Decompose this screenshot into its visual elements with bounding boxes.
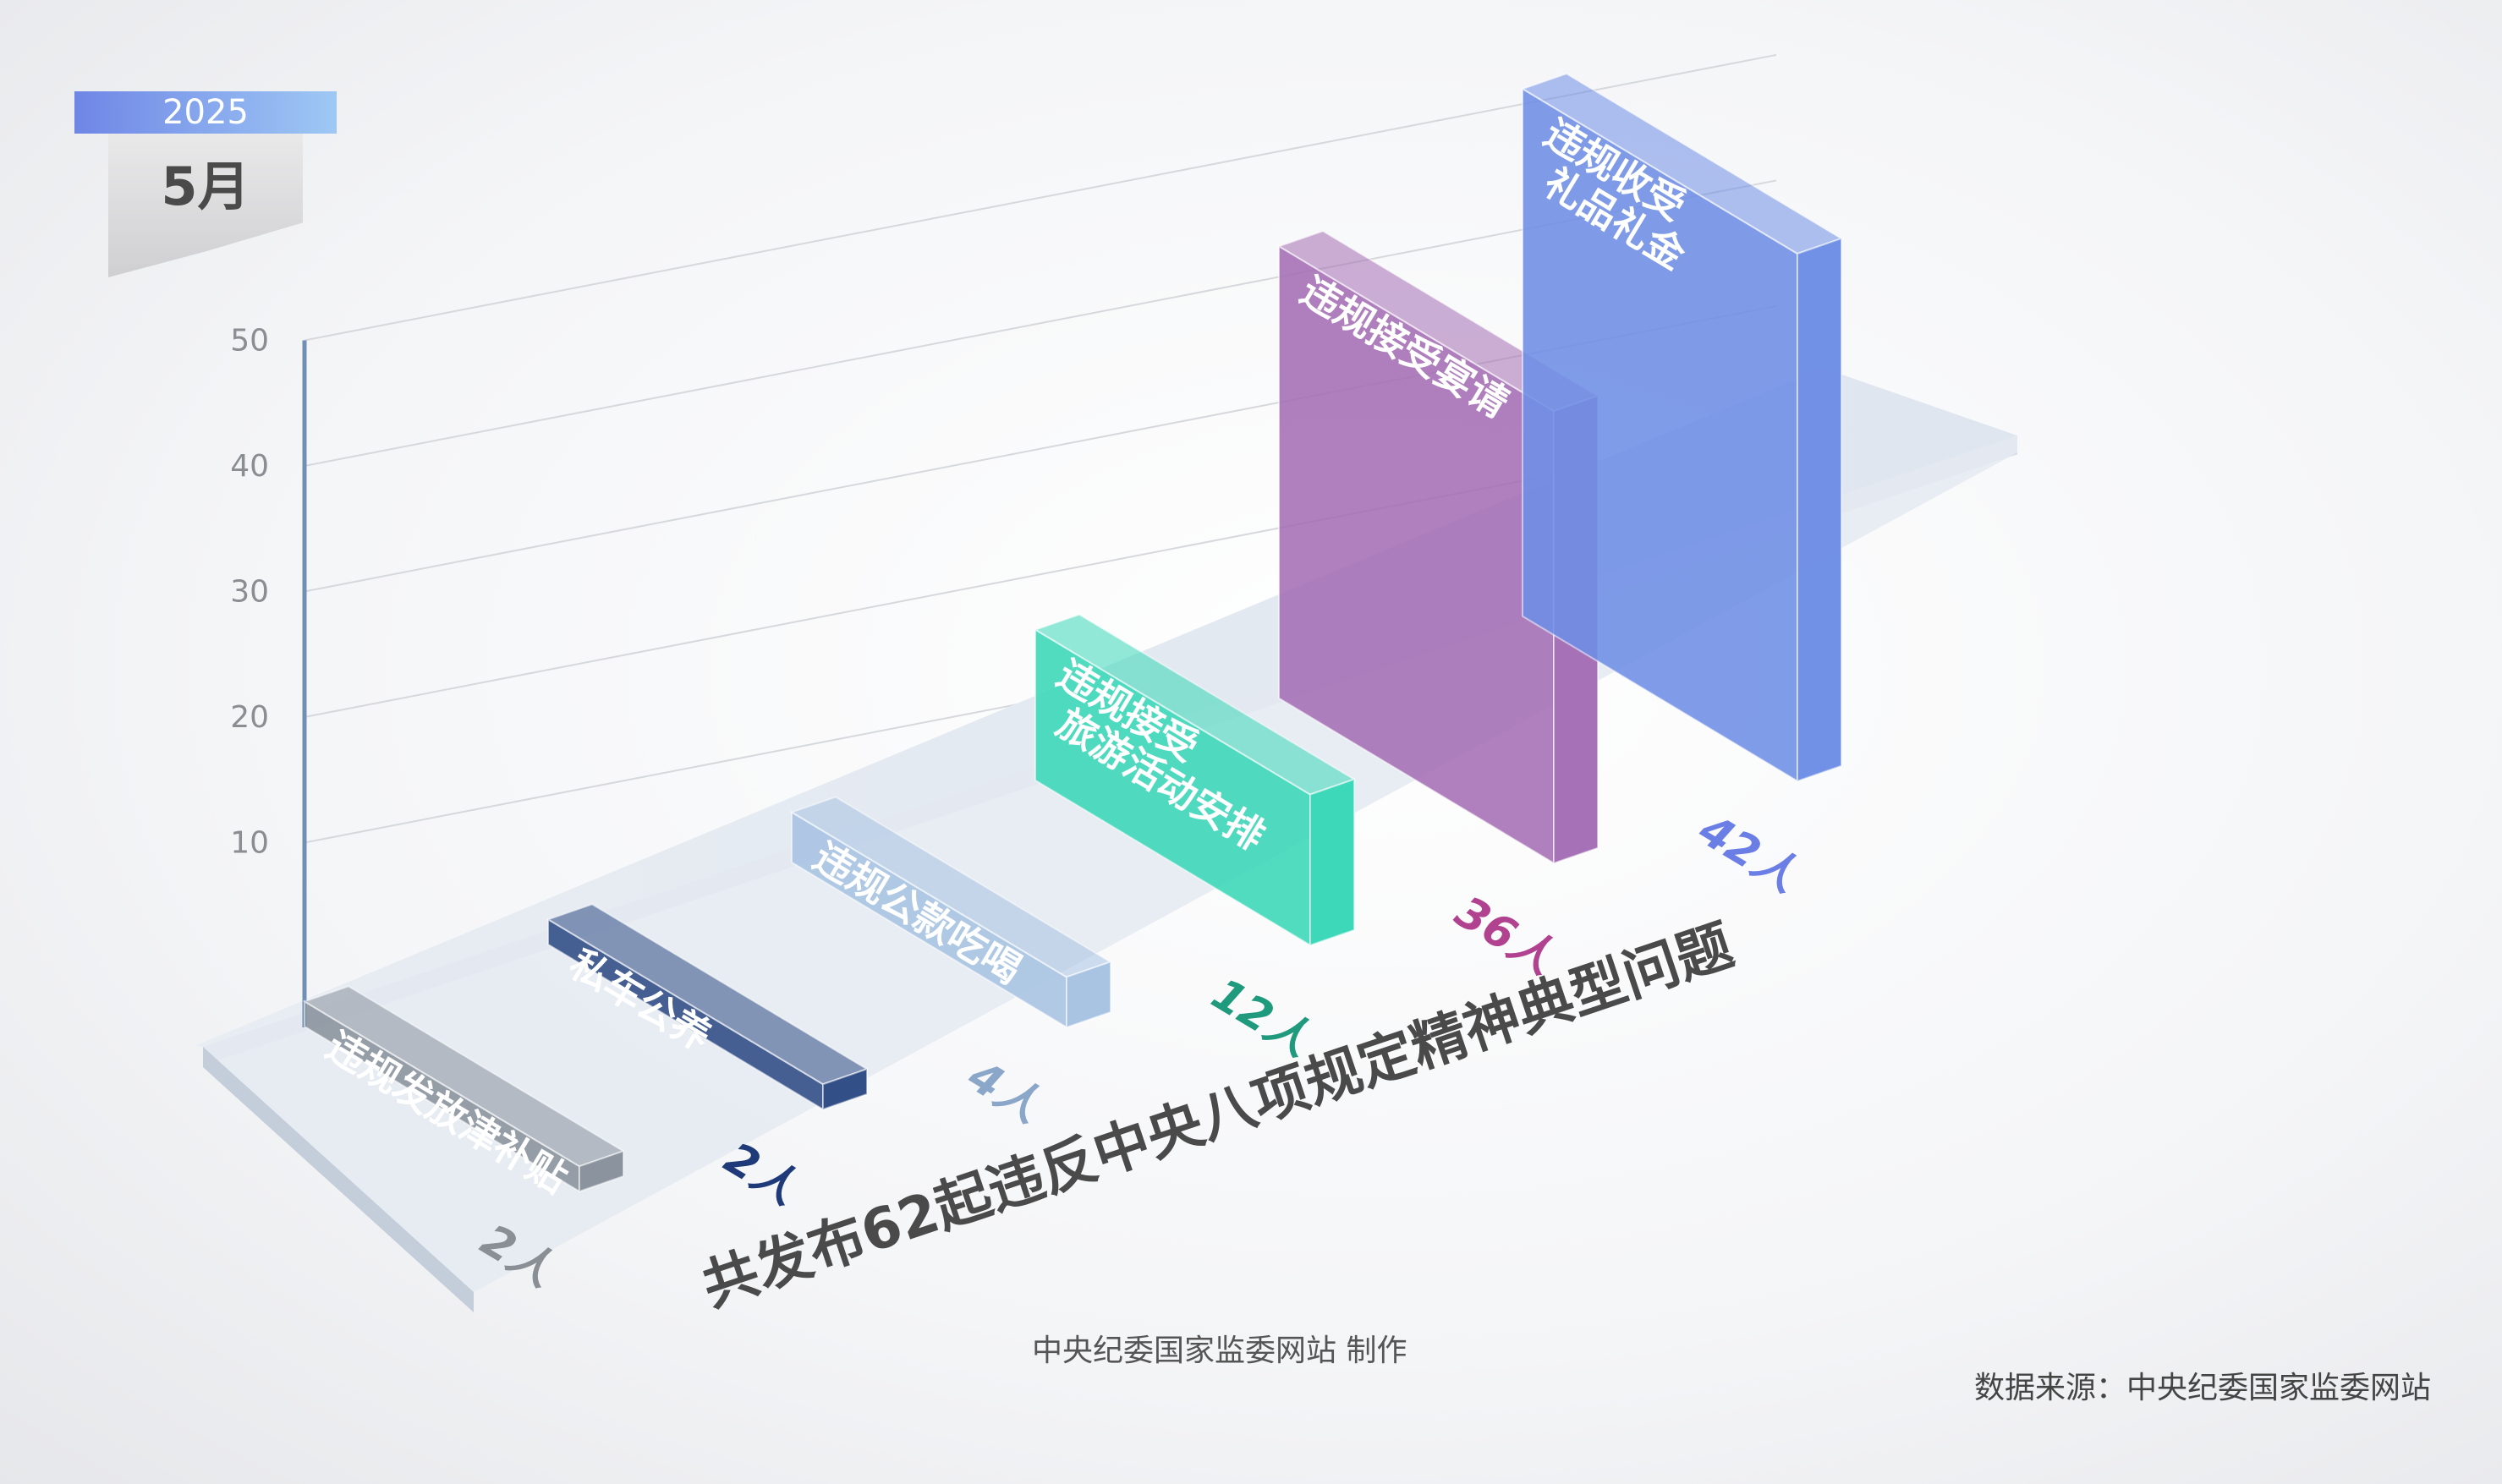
- bar-side: [1309, 778, 1355, 947]
- y-tick-label: 10: [230, 826, 269, 861]
- bar-value-label: 42人: [1689, 804, 1806, 902]
- bar-side: [579, 1149, 624, 1193]
- bar-side: [1797, 237, 1842, 783]
- y-tick-label: 50: [230, 324, 269, 359]
- bar-side: [822, 1067, 868, 1111]
- source-text: 数据来源：中央纪委国家监委网站: [1973, 1371, 2431, 1405]
- bar-value-label: 36人: [1446, 886, 1563, 983]
- badge-month: 5月: [161, 156, 250, 217]
- y-tick-label: 20: [230, 700, 269, 735]
- date-badge: 2025 5月: [74, 91, 337, 277]
- bar-value-label: 4人: [958, 1050, 1049, 1132]
- platform-side: [203, 1047, 474, 1312]
- y-axis: 10 20 30 40 50: [230, 324, 307, 1027]
- credit-text: 中央纪委国家监委网站 制作: [1032, 1333, 1407, 1368]
- bar: 违规接受宴请: [1276, 230, 1600, 865]
- bar-side: [1066, 961, 1111, 1029]
- y-tick-label: 30: [230, 575, 269, 610]
- y-tick-label: 40: [230, 449, 269, 484]
- bar-value-label: 12人: [1203, 969, 1320, 1066]
- badge-year: 2025: [74, 91, 337, 134]
- bars: 违规发放津补贴私车公养违规公款吃喝违规接受旅游活动安排违规接受宴请违规收受礼品礼…: [302, 72, 1844, 1202]
